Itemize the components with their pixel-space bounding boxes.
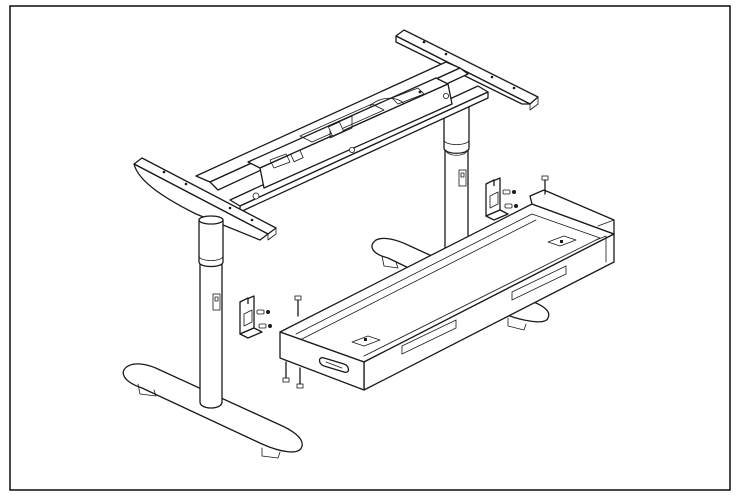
left-leg-column bbox=[198, 215, 224, 409]
right-bolt bbox=[541, 175, 549, 195]
right-mounting-bracket bbox=[485, 177, 518, 221]
left-bolts bbox=[282, 295, 304, 389]
left-mounting-bracket bbox=[239, 295, 272, 339]
outer-border bbox=[9, 5, 731, 491]
lower-crossbar bbox=[279, 189, 615, 391]
top-frame bbox=[133, 29, 539, 241]
